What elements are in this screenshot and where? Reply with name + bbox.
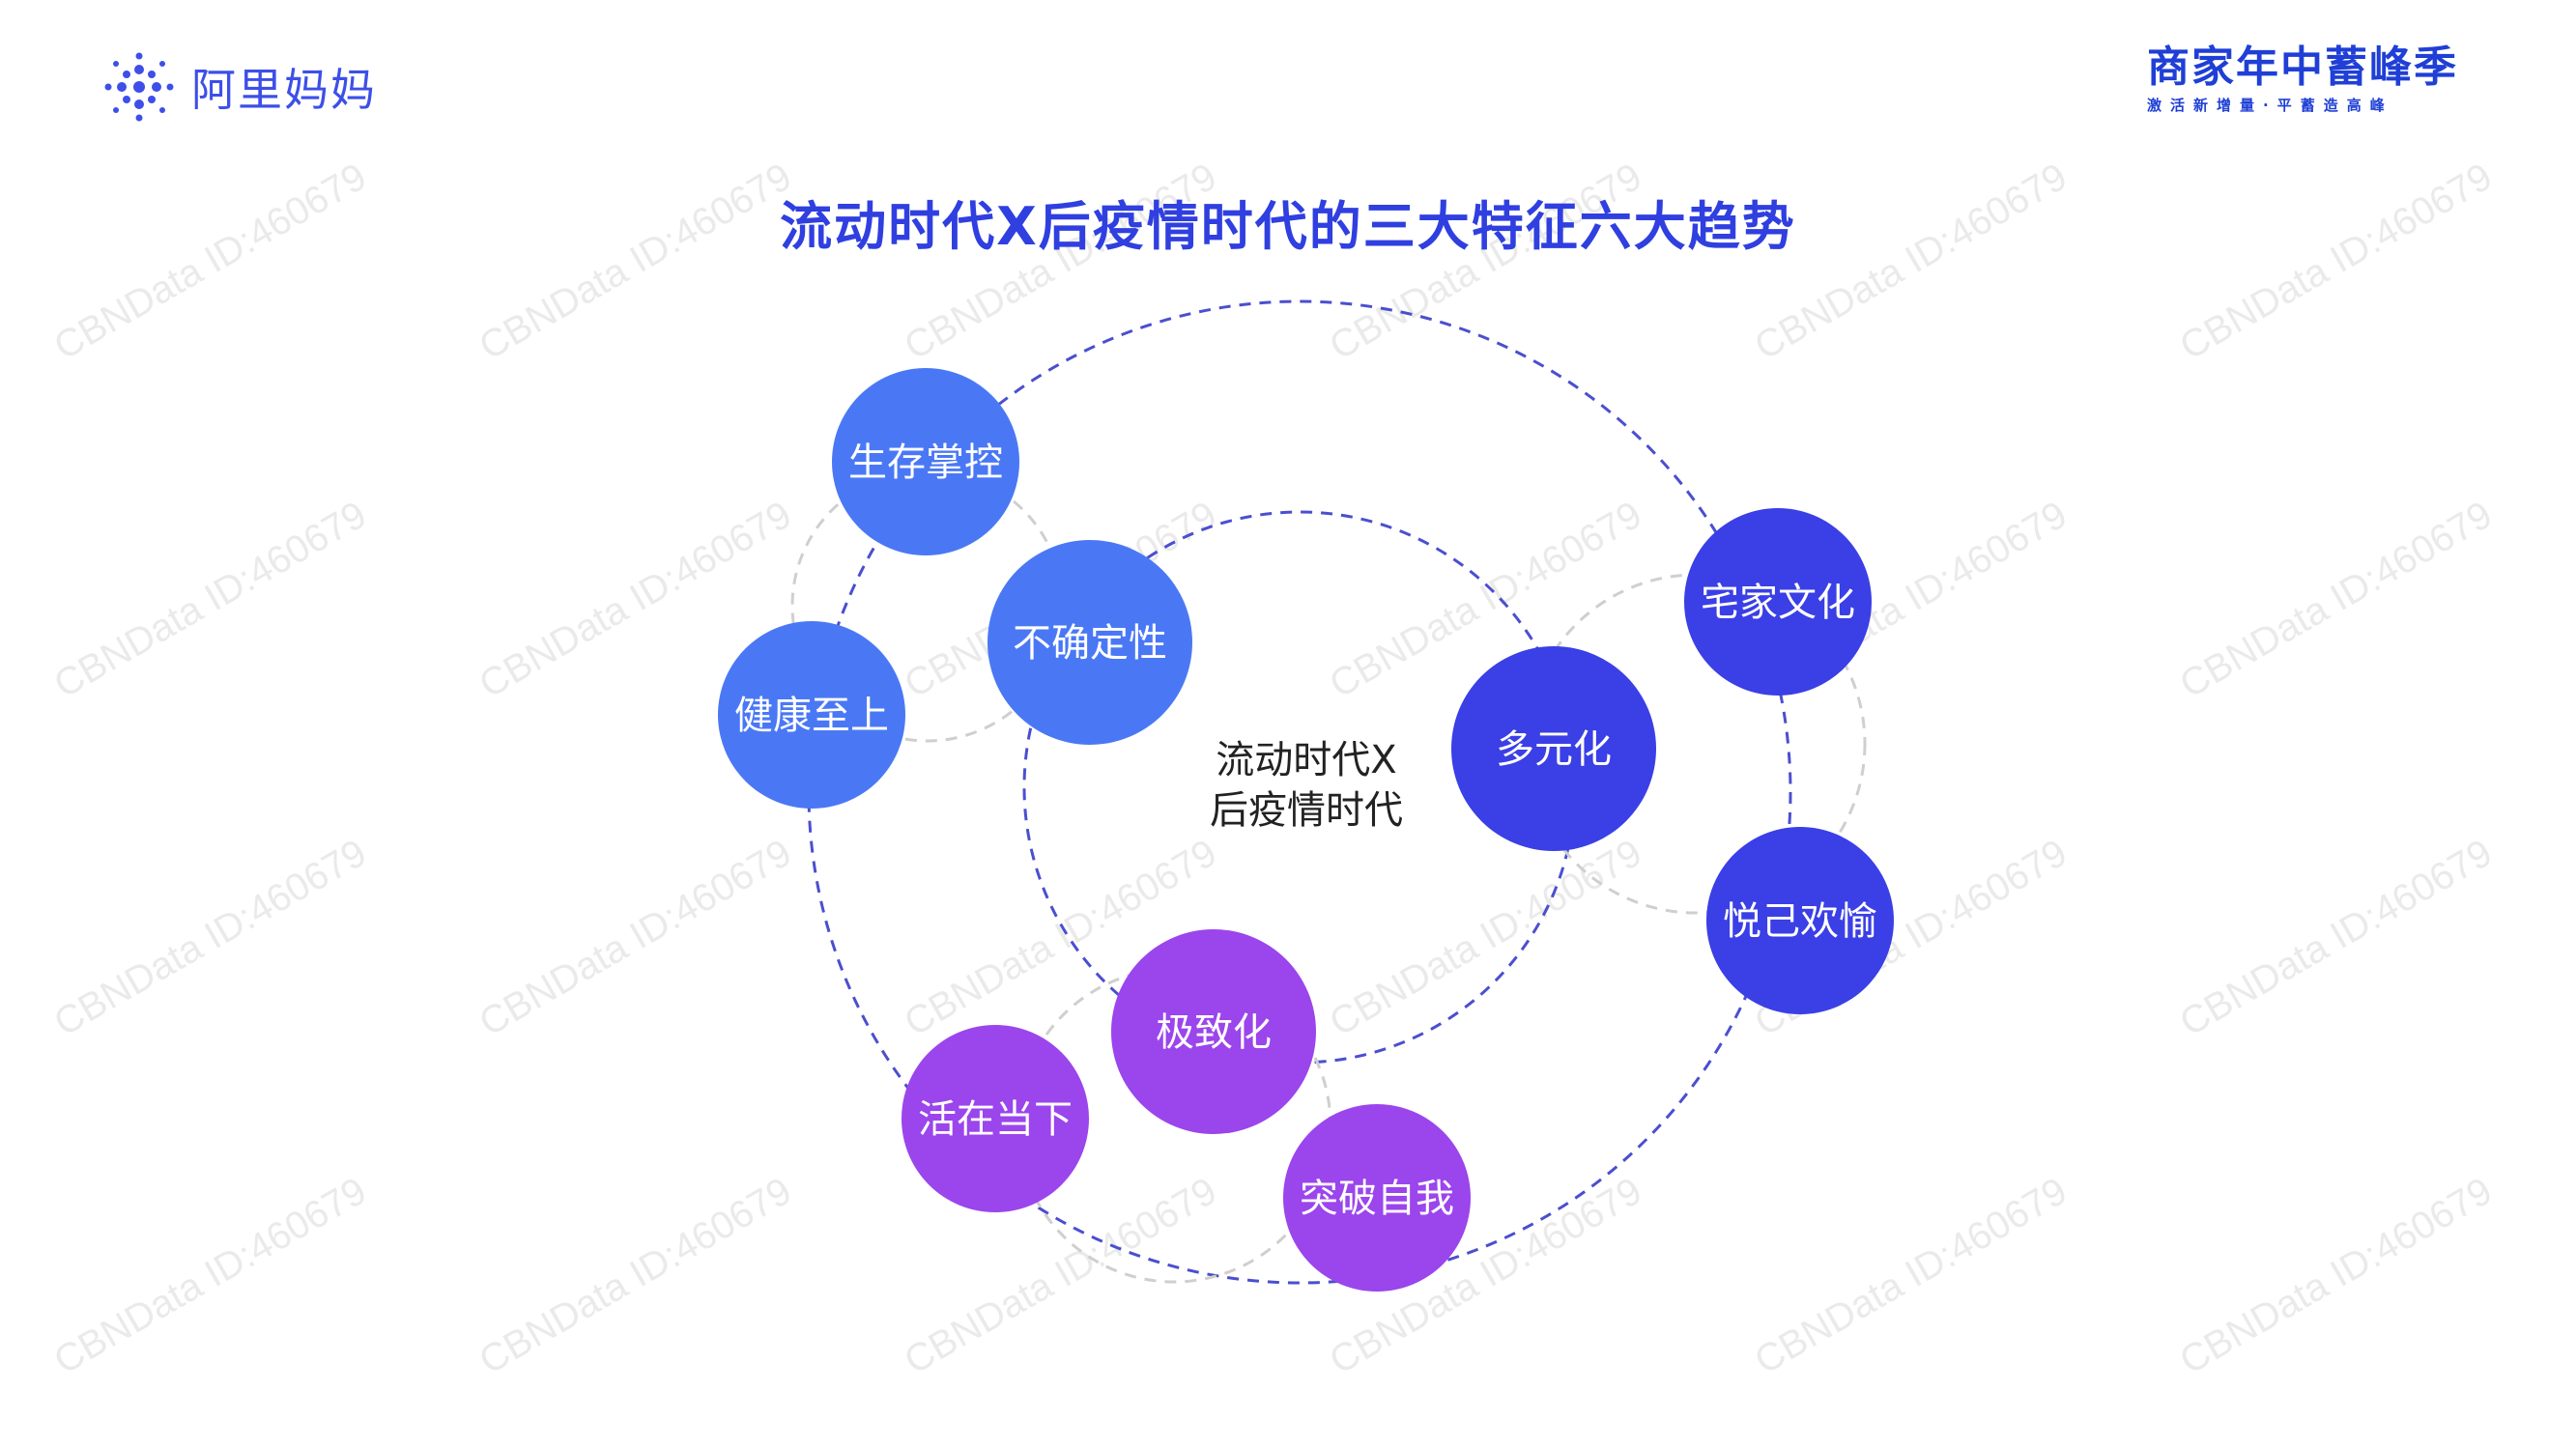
page-title: 流动时代X后疫情时代的三大特征六大趋势 [780, 196, 1796, 257]
trend-node: 多元化 [1451, 646, 1656, 851]
trend-node: 活在当下 [902, 1025, 1089, 1212]
center-label-line1: 流动时代X [1216, 738, 1396, 782]
trend-node-circle [1684, 508, 1872, 696]
trend-node-circle [718, 621, 905, 809]
trend-node-label: 极致化 [1156, 1010, 1272, 1055]
trend-node: 生存掌控 [832, 368, 1019, 555]
trend-node-label: 突破自我 [1300, 1177, 1454, 1221]
trend-node: 不确定性 [987, 540, 1192, 745]
trend-node-label: 多元化 [1496, 727, 1612, 772]
alimama-logo: 阿里妈妈 [100, 46, 377, 128]
trend-node-circle [1283, 1104, 1471, 1292]
trend-node-label: 健康至上 [734, 694, 889, 738]
trend-node: 健康至上 [718, 621, 905, 809]
trend-node: 悦己欢愉 [1706, 827, 1894, 1014]
trend-node: 宅家文化 [1684, 508, 1872, 696]
trend-node-label: 不确定性 [1013, 621, 1167, 666]
campaign-title: 商家年中蓄峰季 [2147, 43, 2458, 92]
trend-node-label: 生存掌控 [848, 440, 1003, 485]
trend-node-circle [1706, 827, 1894, 1014]
outer-ring [807, 299, 1792, 1285]
trend-node: 突破自我 [1283, 1104, 1471, 1292]
trend-node-circle [902, 1025, 1089, 1212]
trend-node-circle [987, 540, 1192, 745]
alimama-logo-text: 阿里妈妈 [191, 64, 377, 116]
trend-node-circle [1111, 929, 1316, 1134]
trend-node-circle [1451, 646, 1656, 851]
trend-node-label: 悦己欢愉 [1723, 899, 1877, 944]
campaign-subtitle: 激活新增量·平蓄造高峰 [2147, 97, 2393, 114]
campaign-logo: 商家年中蓄峰季 激活新增量·平蓄造高峰 [2147, 43, 2476, 115]
trend-node-label: 宅家文化 [1701, 581, 1855, 625]
center-label-line2: 后疫情时代 [1210, 788, 1403, 833]
trend-node: 极致化 [1111, 929, 1316, 1134]
trend-node-circle [832, 368, 1019, 555]
trend-node-label: 活在当下 [918, 1097, 1073, 1142]
spark-dots-icon [104, 52, 174, 122]
